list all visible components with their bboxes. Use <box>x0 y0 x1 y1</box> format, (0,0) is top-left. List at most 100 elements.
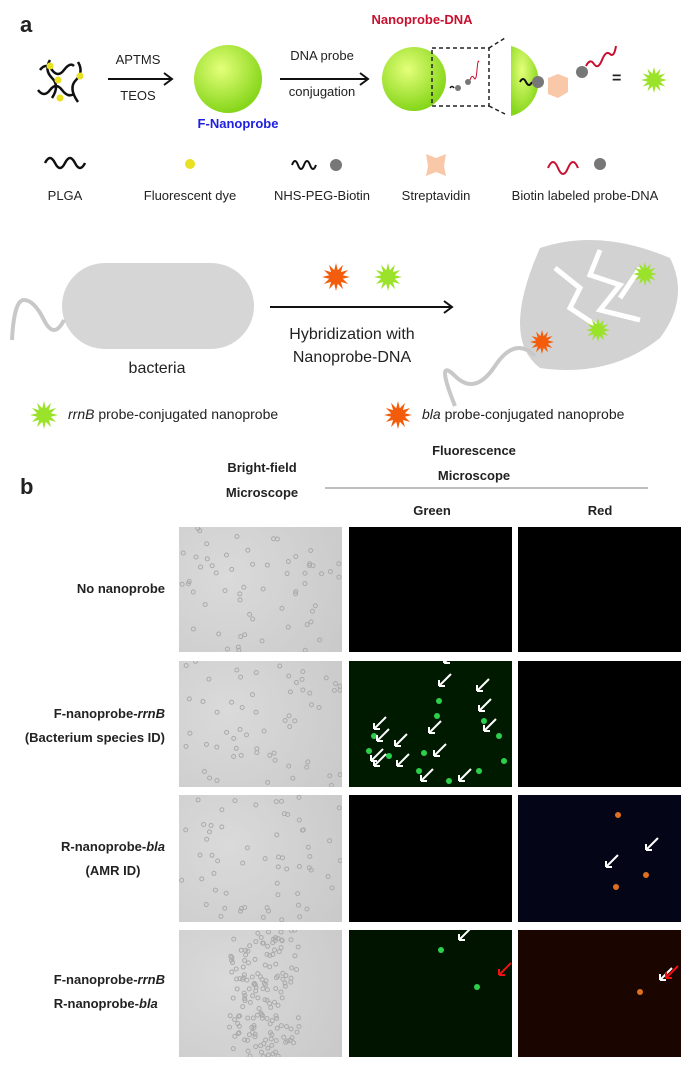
cell <box>254 710 258 714</box>
cell <box>241 965 245 969</box>
cell <box>215 710 219 714</box>
cell <box>266 944 270 948</box>
cell <box>233 1034 237 1038</box>
cell <box>242 585 246 589</box>
cell <box>188 731 192 735</box>
cell <box>267 1001 271 1005</box>
cell <box>270 1043 274 1047</box>
cell <box>207 677 211 681</box>
cell <box>300 677 304 681</box>
cell <box>274 800 278 804</box>
cell <box>324 676 328 680</box>
pointer-arrow-icon <box>499 963 511 975</box>
pointer-arrow-icon <box>444 661 456 663</box>
cell <box>276 1054 280 1057</box>
bacteria-label: bacteria <box>129 360 186 378</box>
cell <box>220 825 224 829</box>
pointer-arrow-icon <box>477 679 489 691</box>
fluorescent-spot <box>481 718 487 724</box>
cell <box>208 776 212 780</box>
cell <box>289 976 293 980</box>
cell <box>199 565 203 569</box>
cell <box>309 703 313 707</box>
cell <box>274 1014 278 1018</box>
cell <box>234 967 238 971</box>
step2-label: DNA probe <box>290 48 354 63</box>
cell <box>274 1039 278 1043</box>
cell <box>301 670 305 674</box>
cell <box>210 853 214 857</box>
cell <box>261 1054 265 1057</box>
cell <box>279 946 283 950</box>
cell <box>317 706 321 710</box>
cell <box>232 937 236 941</box>
cell <box>320 572 324 576</box>
cell <box>232 754 236 758</box>
cell <box>238 592 242 596</box>
cell <box>280 856 284 860</box>
cell <box>264 1038 268 1042</box>
bla-legend-icon <box>384 401 412 429</box>
cell <box>235 535 239 539</box>
cell <box>276 1003 280 1007</box>
cell <box>239 675 243 679</box>
cell <box>210 564 214 568</box>
cell <box>228 1014 232 1018</box>
cell <box>287 764 291 768</box>
rrnb-legend: rrnB probe-conjugated nanoprobe <box>68 406 278 422</box>
pointer-arrow-icon <box>479 699 491 711</box>
cell <box>293 954 297 958</box>
fluorescent-spot <box>446 778 452 784</box>
cell <box>215 778 219 782</box>
cell <box>306 760 310 764</box>
cell <box>254 803 258 807</box>
cell <box>240 706 244 710</box>
rrnb-nanoprobe-icon <box>374 263 402 291</box>
cell <box>274 987 278 991</box>
cell <box>268 753 272 757</box>
cell <box>296 1016 300 1020</box>
fluorescent-spot <box>613 884 619 890</box>
cell <box>202 770 206 774</box>
cell <box>328 774 332 778</box>
cell <box>268 965 272 969</box>
hybridization-label: Hybridization with <box>289 326 414 344</box>
pointer-arrow-icon <box>606 855 618 867</box>
cell <box>265 563 269 567</box>
cell <box>230 970 234 974</box>
cell <box>212 871 216 875</box>
cell <box>290 966 294 970</box>
hybridization-sublabel: Nanoprobe-DNA <box>293 349 411 367</box>
cell <box>293 719 297 723</box>
cell <box>261 987 265 991</box>
streptavidin-legend-icon <box>426 154 446 176</box>
cell <box>270 1019 274 1023</box>
legend-plga: PLGA <box>48 188 83 203</box>
cell <box>223 906 227 910</box>
cell <box>209 824 213 828</box>
cell <box>213 888 217 892</box>
legend-probe-dna: Biotin labeled probe-DNA <box>512 188 659 203</box>
cell <box>254 671 258 675</box>
micrograph-row1-brightfield <box>179 527 342 652</box>
cell <box>329 570 333 574</box>
cell <box>295 1030 299 1034</box>
cell <box>296 945 300 949</box>
cell <box>251 1016 255 1020</box>
cell <box>232 736 236 740</box>
cell <box>203 602 207 606</box>
cell <box>201 700 205 704</box>
cell <box>309 549 313 553</box>
cell <box>217 632 221 636</box>
cell <box>245 846 249 850</box>
cell <box>301 688 305 692</box>
cell <box>265 1017 269 1021</box>
pointer-arrow-icon <box>459 769 471 781</box>
cell <box>330 886 334 890</box>
cell <box>263 963 267 967</box>
cell <box>289 980 293 984</box>
cell <box>243 958 247 962</box>
cell <box>181 551 185 555</box>
cell <box>297 818 301 822</box>
cell <box>196 798 200 802</box>
